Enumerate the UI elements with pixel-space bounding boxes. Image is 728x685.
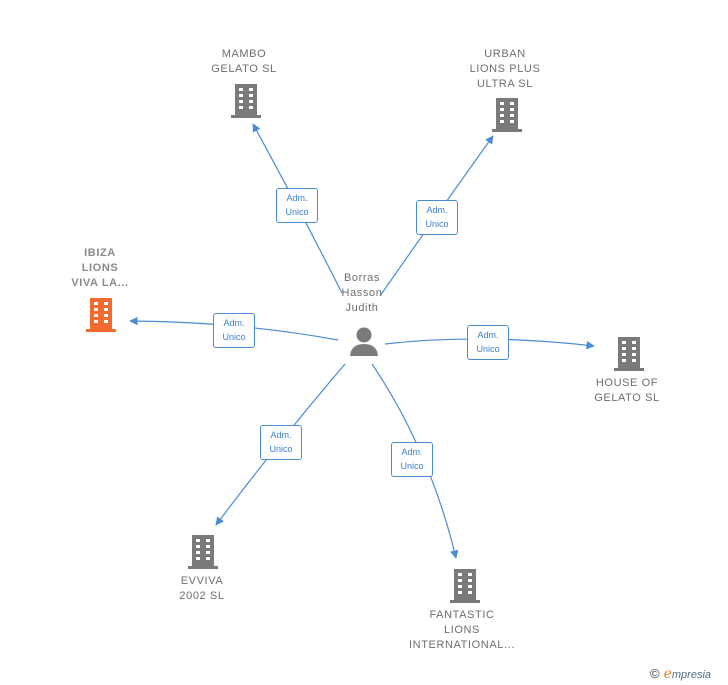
person-icon[interactable] — [348, 326, 380, 356]
brand-logo-e: e — [663, 666, 672, 682]
edge-label-ibiza: Adm. Unico — [213, 313, 255, 348]
edge-label-house: Adm. Unico — [467, 325, 509, 360]
building-icon[interactable] — [450, 569, 480, 603]
edge-label-fantastic: Adm. Unico — [391, 442, 433, 477]
company-name-mambo[interactable]: MAMBO GELATO SL — [211, 48, 277, 75]
company-name-fantastic[interactable]: FANTASTIC LIONS INTERNATIONAL... — [409, 609, 515, 651]
building-icon[interactable] — [188, 535, 218, 569]
building-icon[interactable] — [231, 84, 261, 118]
brand-logo-text: mpresia — [671, 669, 712, 681]
edge-label-mambo: Adm. Unico — [276, 188, 318, 223]
building-icon[interactable] — [86, 298, 116, 332]
company-name-ibiza[interactable]: IBIZA LIONS VIVA LA... — [71, 247, 129, 289]
edge-label-evviva: Adm. Unico — [260, 425, 302, 460]
company-name-evviva[interactable]: EVVIVA 2002 SL — [179, 575, 225, 602]
copyright-symbol: © — [650, 666, 660, 681]
building-icon[interactable] — [492, 98, 522, 132]
center-person-name[interactable]: Borras Hasson Judith — [341, 272, 383, 314]
company-name-house[interactable]: HOUSE OF GELATO SL — [594, 377, 660, 404]
edge-label-urban: Adm. Unico — [416, 200, 458, 235]
footer-brand[interactable]: ©empresia — [650, 666, 711, 682]
company-name-urban[interactable]: URBAN LIONS PLUS ULTRA SL — [469, 48, 541, 90]
building-icon[interactable] — [614, 337, 644, 371]
